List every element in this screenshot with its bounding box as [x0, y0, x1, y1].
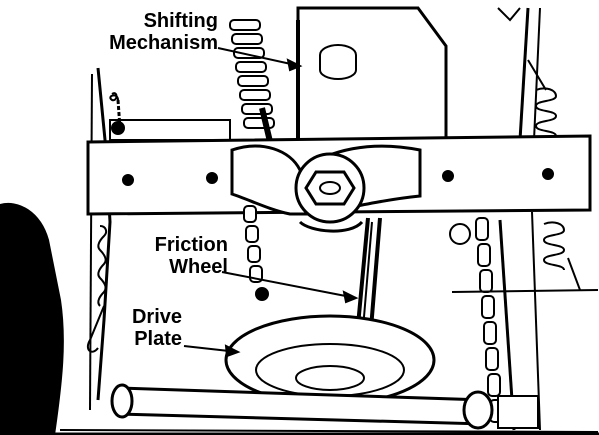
shifting-arrow	[217, 47, 301, 67]
shift-bracket	[296, 6, 448, 152]
axle	[110, 383, 539, 430]
shifting-arrowhead	[286, 58, 303, 72]
label-friction-line2: Wheel	[169, 256, 228, 278]
friction-arrowhead	[342, 290, 359, 304]
upper-left-spring	[109, 92, 119, 102]
middle-chain	[243, 205, 263, 283]
tire	[0, 202, 64, 435]
left-frame-wall	[96, 67, 112, 401]
upper-chain	[229, 19, 275, 129]
hub-nut	[294, 152, 366, 224]
lower-right-spring	[542, 221, 581, 291]
label-shifting-line2: Mechanism	[109, 32, 218, 54]
label-friction-line1: Friction	[154, 234, 228, 256]
label-shifting-mechanism: Shifting Mechanism	[58, 10, 218, 54]
top-bracket	[109, 119, 231, 141]
drive-arrowhead	[224, 344, 241, 358]
label-drive-line1: Drive	[131, 306, 182, 328]
label-drive-plate: Drive Plate	[96, 306, 182, 350]
label-friction-wheel: Friction Wheel	[100, 234, 228, 278]
friction-arrow	[221, 271, 357, 299]
lower-left-spring	[86, 225, 108, 353]
drive-plate	[224, 314, 436, 406]
label-shifting-line1: Shifting	[143, 10, 218, 32]
label-drive-line2: Plate	[134, 328, 182, 350]
drawing	[0, 6, 599, 435]
lower-chain	[475, 217, 503, 423]
upper-right-spring	[527, 59, 558, 137]
right-post	[518, 7, 530, 141]
label-arrows	[183, 47, 359, 358]
